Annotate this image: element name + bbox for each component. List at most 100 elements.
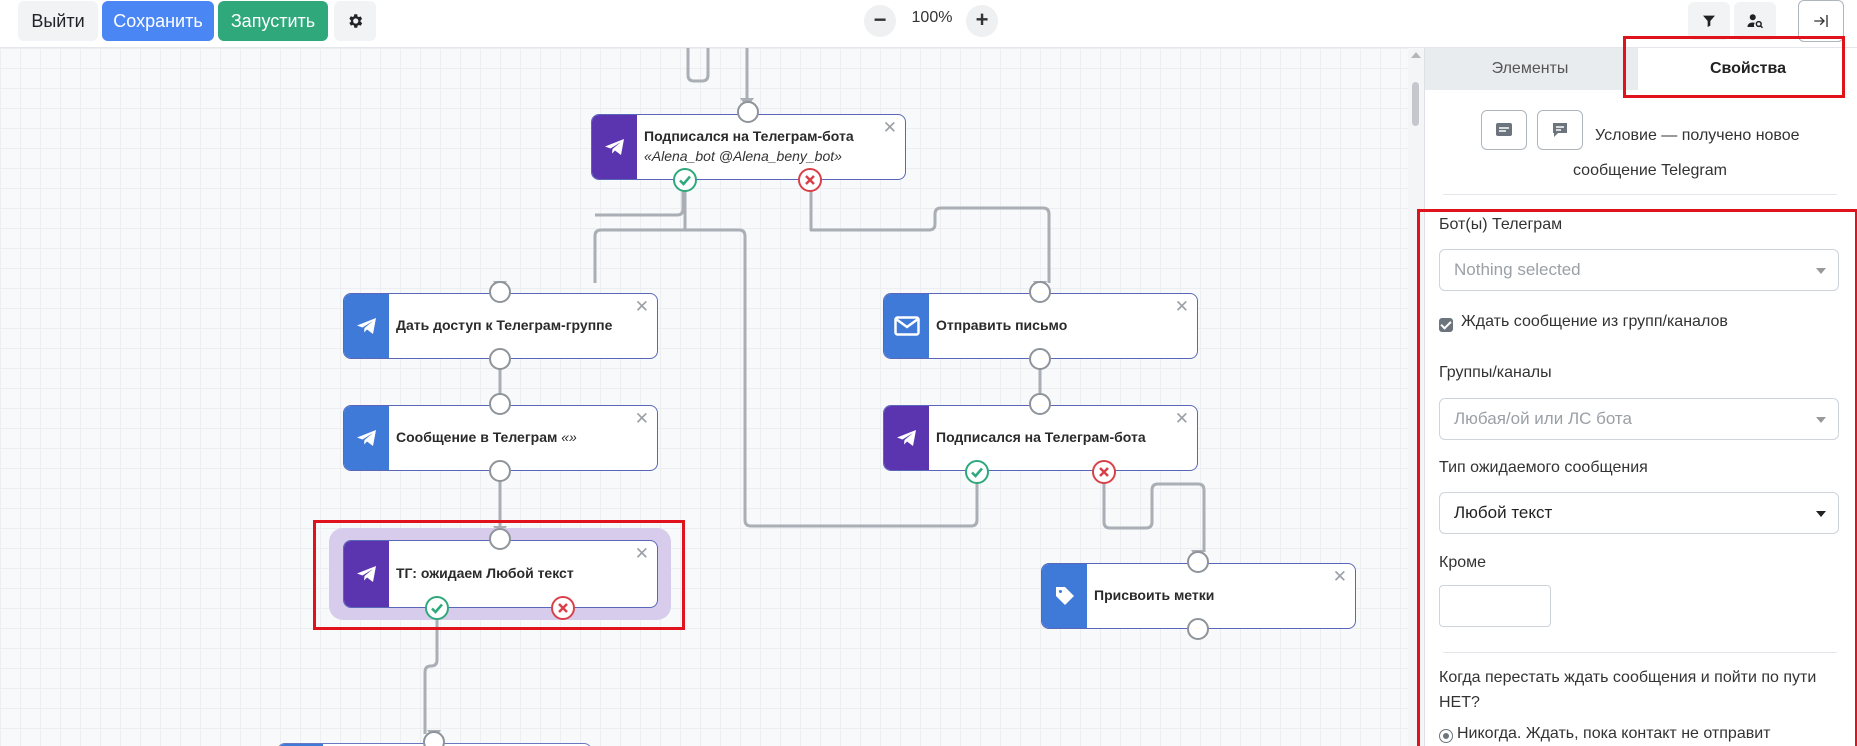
save-button[interactable]: Сохранить: [102, 1, 214, 41]
node-subtitle: «Alena_bot @Alena_beny_bot»: [644, 148, 842, 164]
stop-wait-question-line-2: НЕТ?: [1439, 694, 1480, 711]
output-port[interactable]: [1029, 348, 1051, 370]
node-icon: [1042, 564, 1087, 628]
zoom-level: 100%: [911, 9, 953, 26]
node-title-text: Сообщение в Телеграм: [396, 429, 558, 445]
cross-icon: [805, 175, 815, 185]
telegram-icon: [896, 430, 916, 446]
cross-icon: [558, 603, 568, 613]
message-type-select[interactable]: Любой текст: [1439, 492, 1839, 534]
zoom-in-button[interactable]: +: [966, 5, 998, 37]
message-type-label: Тип ожидаемого сообщения: [1439, 459, 1648, 476]
node-tg-message[interactable]: Сообщение в Телеграм «» ✕: [343, 405, 658, 471]
plus-icon: +: [975, 7, 989, 32]
minus-icon: −: [873, 7, 887, 32]
close-icon[interactable]: ✕: [634, 544, 649, 563]
bots-label: Бот(ы) Телеграм: [1439, 216, 1563, 233]
input-port[interactable]: [1029, 393, 1051, 415]
input-port[interactable]: [1029, 281, 1051, 303]
tag-icon: [1055, 587, 1074, 605]
node-subscribed-bot-1[interactable]: Подписался на Телеграм-бота «Alena_bot @…: [591, 114, 906, 180]
collapse-panel-button[interactable]: [1798, 0, 1844, 42]
node-icon: [278, 744, 323, 746]
node-title: ТГ: ожидаем Любой текст: [396, 565, 574, 581]
zoom-out-button[interactable]: −: [864, 5, 896, 37]
user-search-icon: [1747, 14, 1764, 29]
input-port[interactable]: [1187, 551, 1209, 573]
node-icon: [884, 406, 929, 470]
divider: [1443, 652, 1837, 653]
exit-button[interactable]: Выйти: [18, 1, 98, 41]
node-icon: [344, 406, 389, 470]
radio-never[interactable]: [1439, 729, 1453, 743]
except-input[interactable]: [1439, 585, 1551, 627]
yes-port[interactable]: [425, 596, 449, 620]
bots-select[interactable]: Nothing selected: [1439, 249, 1839, 291]
telegram-icon: [604, 139, 624, 155]
no-port[interactable]: [798, 168, 822, 192]
no-port[interactable]: [551, 596, 575, 620]
comment-icon-button[interactable]: [1537, 110, 1583, 150]
node-icon: [344, 541, 389, 607]
scroll-up-arrow[interactable]: [1411, 52, 1421, 58]
tab-properties[interactable]: Свойства: [1638, 48, 1857, 90]
node-tg-wait[interactable]: ТГ: ожидаем Любой текст ✕: [343, 540, 658, 608]
scroll-thumb[interactable]: [1412, 82, 1419, 126]
stop-wait-question: Когда перестать ждать сообщения и пойти …: [1439, 665, 1839, 715]
input-port[interactable]: [423, 731, 445, 746]
comment-icon: [1553, 123, 1567, 137]
except-label: Кроме: [1439, 554, 1487, 571]
close-icon[interactable]: ✕: [1332, 567, 1347, 586]
node-title: Отправить письмо: [936, 317, 1068, 333]
input-port[interactable]: [489, 281, 511, 303]
message-icon: [1496, 123, 1512, 136]
run-button[interactable]: Запустить: [218, 1, 328, 41]
node-title: Присвоить метки: [1094, 587, 1215, 603]
description-line-1: Условие — получено новое: [1595, 127, 1800, 144]
groups-select[interactable]: Любая/ой или ЛС бота: [1439, 398, 1839, 440]
divider: [1443, 194, 1837, 195]
no-port[interactable]: [1092, 460, 1116, 484]
output-port[interactable]: [489, 348, 511, 370]
node-subscribed-bot-2[interactable]: Подписался на Телеграм-бота ✕: [883, 405, 1198, 471]
close-icon[interactable]: ✕: [1174, 409, 1189, 428]
canvas-scrollbar[interactable]: [1408, 48, 1424, 746]
input-port[interactable]: [489, 528, 511, 550]
node-icon: [344, 294, 389, 358]
top-toolbar: Выйти Сохранить Запустить − 100% +: [0, 0, 1857, 48]
telegram-icon: [356, 318, 376, 334]
yes-port[interactable]: [673, 168, 697, 192]
close-icon[interactable]: ✕: [1174, 297, 1189, 316]
wait-groups-checkbox[interactable]: [1439, 318, 1453, 332]
input-port[interactable]: [489, 393, 511, 415]
input-port[interactable]: [737, 101, 759, 123]
user-search-button[interactable]: [1734, 2, 1776, 40]
message-type-value: Любой текст: [1454, 503, 1553, 522]
check-icon: [431, 603, 443, 614]
groups-select-value: Любая/ой или ЛС бота: [1454, 409, 1632, 428]
telegram-icon: [356, 430, 376, 446]
node-title: Подписался на Телеграм-бота: [644, 128, 854, 144]
close-icon[interactable]: ✕: [634, 409, 649, 428]
tab-elements[interactable]: Элементы: [1491, 60, 1569, 77]
arrow-right-to-line-icon: [1814, 15, 1828, 27]
message-icon-button[interactable]: [1481, 110, 1527, 150]
caret-down-icon: [1816, 268, 1826, 274]
output-port[interactable]: [489, 460, 511, 482]
yes-port[interactable]: [965, 460, 989, 484]
close-icon[interactable]: ✕: [882, 118, 897, 137]
caret-down-icon: [1816, 417, 1826, 423]
output-port[interactable]: [1187, 618, 1209, 640]
description-line-2: сообщение Telegram: [1573, 162, 1727, 179]
bots-select-value: Nothing selected: [1454, 260, 1581, 279]
settings-button[interactable]: [334, 1, 376, 41]
close-icon[interactable]: ✕: [634, 297, 649, 316]
node-title: Сообщение в Телеграм «»: [396, 429, 577, 445]
node-title: Подписался на Телеграм-бота: [936, 429, 1146, 445]
filter-button[interactable]: [1688, 2, 1730, 40]
node-title: Дать доступ к Телеграм-группе: [396, 317, 613, 333]
node-send-email[interactable]: Отправить письмо ✕: [883, 293, 1198, 359]
node-description: Условие — получено новое сообщение Teleg…: [1573, 118, 1835, 188]
cross-icon: [1099, 467, 1109, 477]
